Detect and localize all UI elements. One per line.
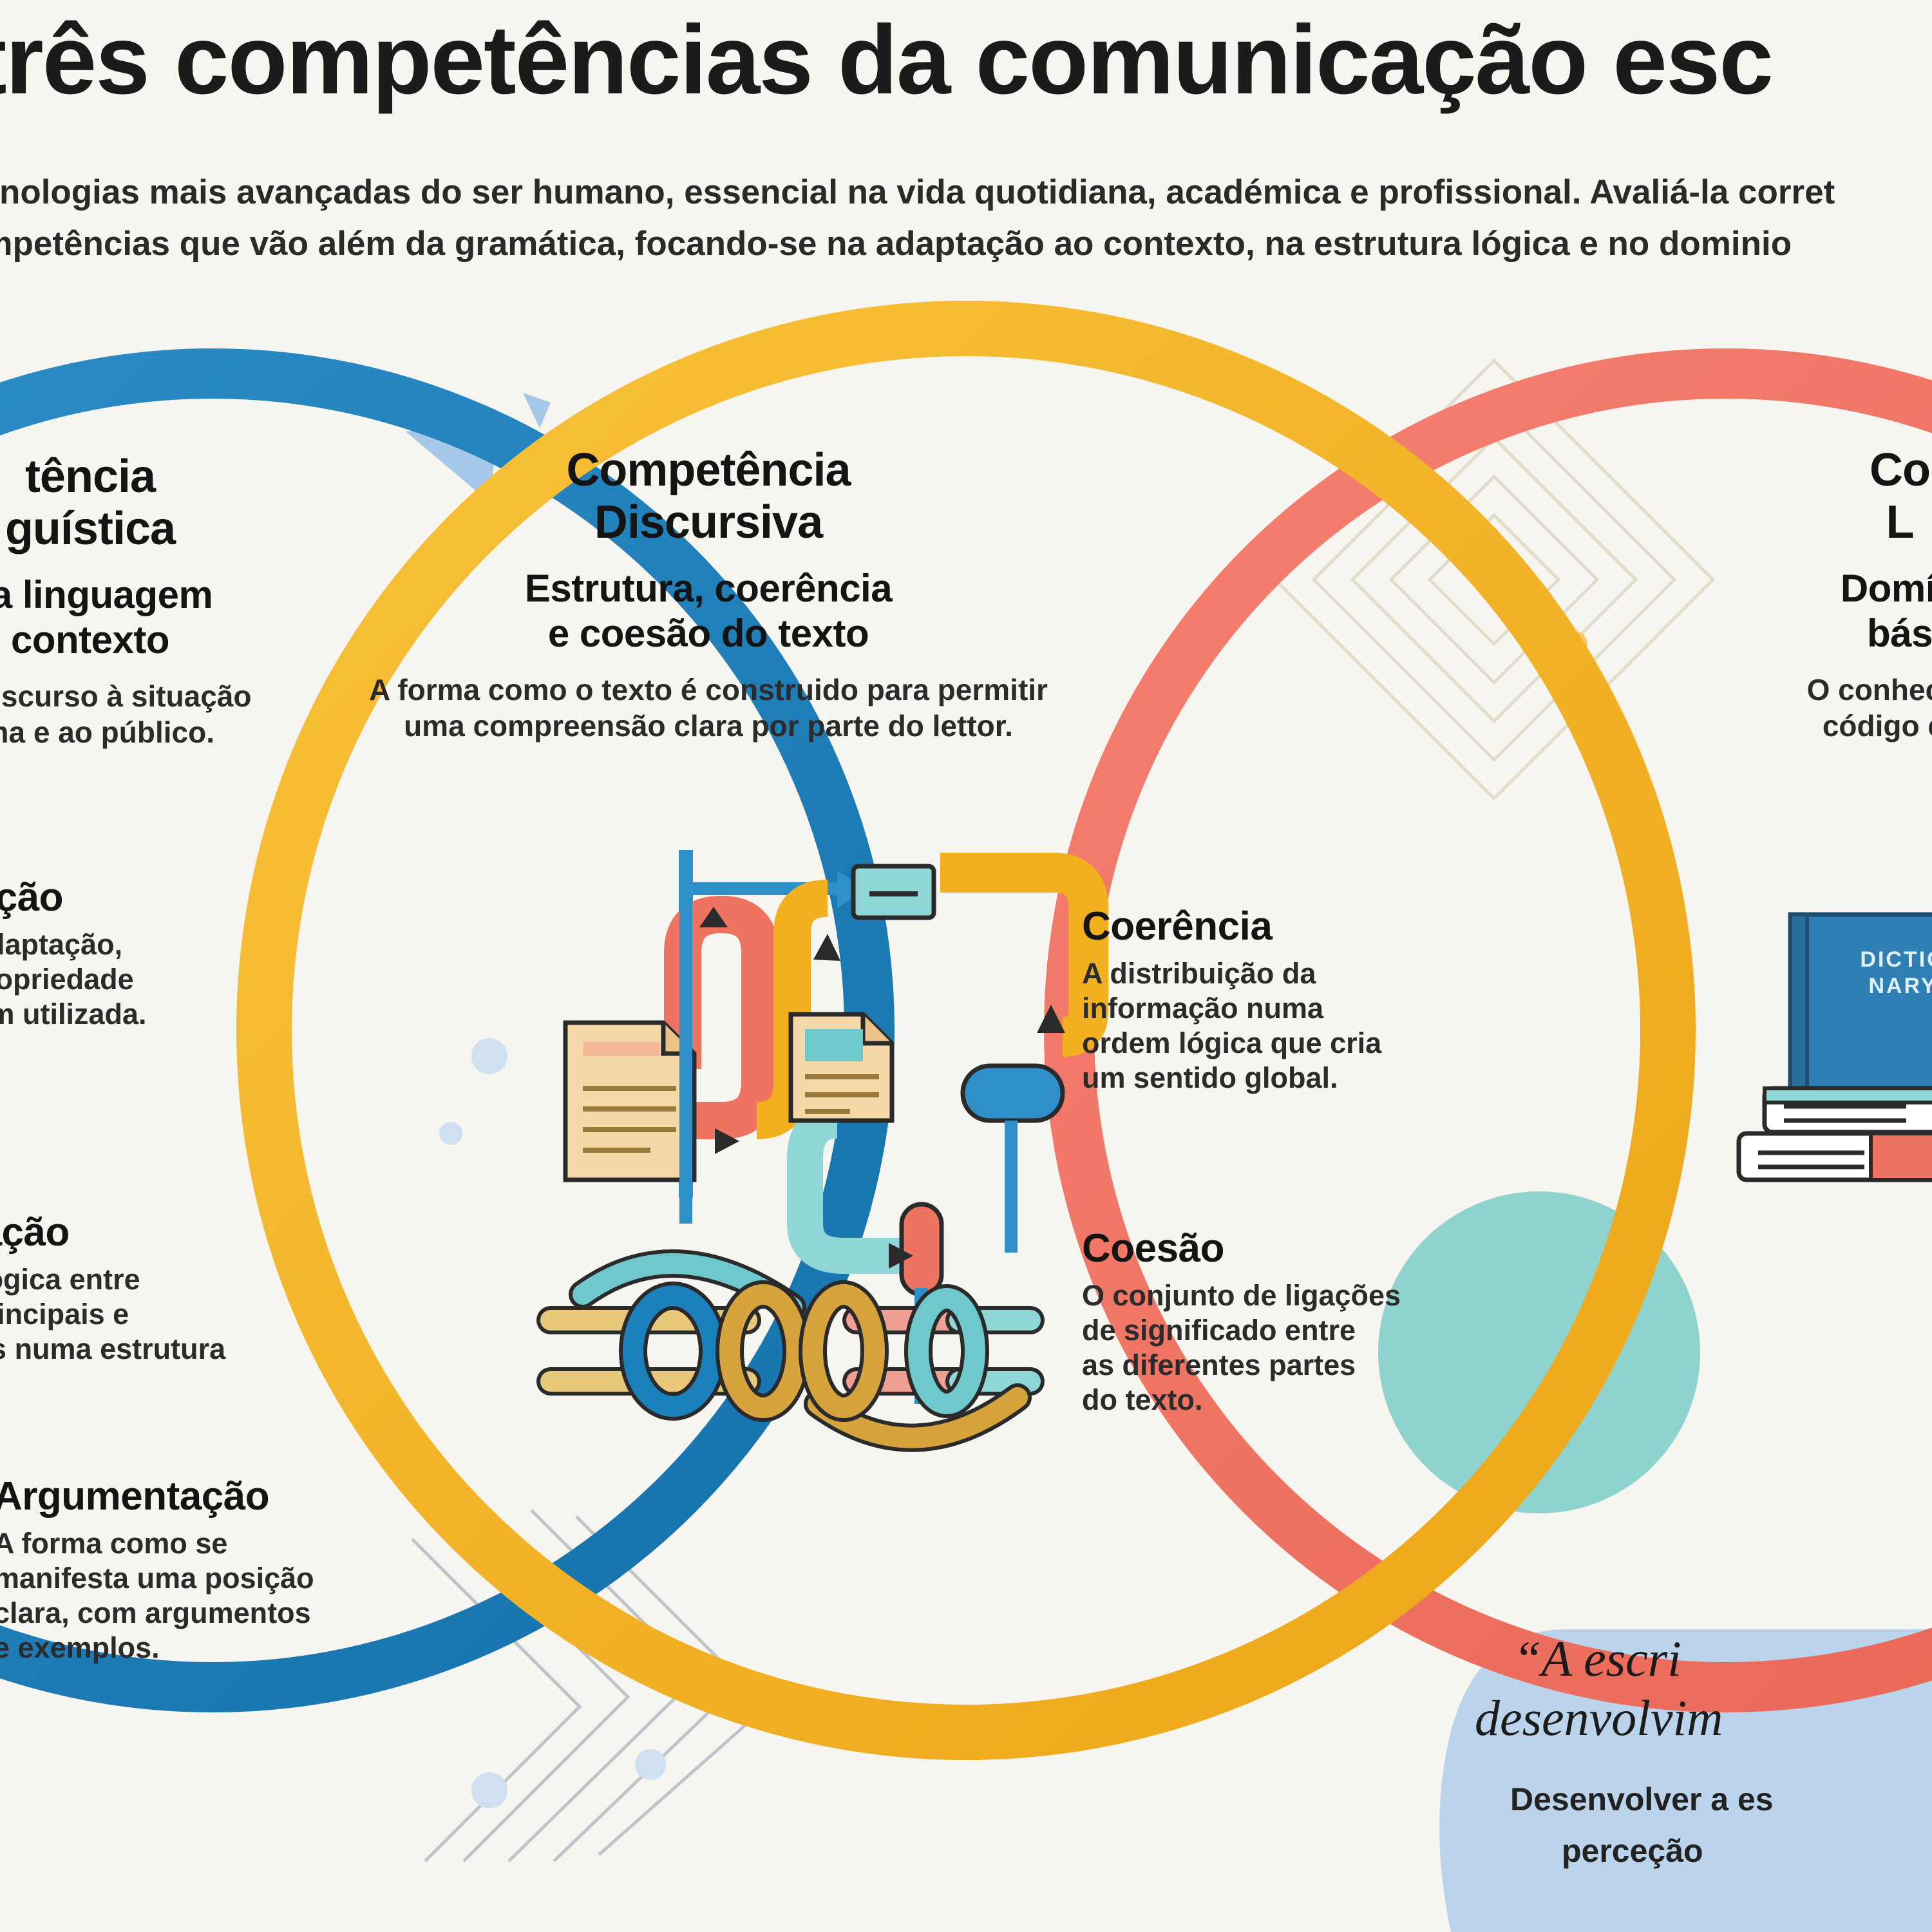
item-body: A distribuição da informação numa ordem … — [1082, 957, 1382, 1095]
rope-chain-illustration — [536, 1249, 1045, 1452]
column-discursiva: Competência Discursiva Estrutura, coerên… — [322, 444, 1095, 744]
item-body: A forma como se manifesta uma posição cl… — [0, 1527, 314, 1665]
column-description: O conhecime código esc — [1806, 673, 1932, 743]
item-convencoes: Conv A corre ortog — [1816, 1211, 1932, 1332]
column-linguistica-direita: Co L Domín bás O conhecime código esc — [1674, 444, 1932, 744]
dot-decor — [471, 1038, 507, 1074]
dot-decor — [439, 1122, 462, 1145]
item-heading: Conv — [1816, 1211, 1932, 1255]
quote-sub-line-1: Desenvolver a es — [1510, 1781, 1774, 1817]
subtitle-line-1: ecnologias mais avançadas do ser humano,… — [0, 173, 1835, 211]
column-subtitle: Domín bás — [1840, 567, 1932, 655]
dictionary-books-illustration — [1736, 912, 1932, 1182]
column-subtitle: Estrutura, coerência e coesão do texto — [524, 567, 893, 655]
document-icon — [788, 1012, 895, 1123]
column-title: Competência Discursiva — [566, 444, 851, 548]
page-title: três competências da comunicação esc — [0, 5, 1774, 115]
item-body: ação lógica entre elas principais e ndár… — [0, 1263, 226, 1366]
dot-decor — [471, 1772, 507, 1808]
column-subtitle: da linguagem contexto — [0, 573, 213, 661]
quote-line-1: “A escri — [1513, 1631, 1681, 1687]
item-adequacao: equação u de adaptação, za e propriedade… — [0, 875, 264, 1032]
item-body: A corre ortog — [1816, 1262, 1932, 1332]
quote-block: “A escri desenvolvim Desenvolver a es pe… — [1449, 1591, 1932, 1932]
item-heading: Argumentação — [0, 1474, 270, 1519]
item-coesao: Coesão O conjunto de ligações de signifi… — [1082, 1226, 1430, 1417]
item-heading: Coesão — [1082, 1226, 1224, 1271]
dot-decor — [635, 1749, 666, 1780]
node-coral — [899, 1202, 944, 1297]
subtitle-line-2: ompetências que vão além da gramática, f… — [0, 225, 1792, 263]
item-body: u de adaptação, za e propriedade guagem … — [0, 928, 147, 1031]
item-heading: equação — [0, 875, 64, 920]
column-description: A forma como o texto é construido para p… — [369, 673, 1048, 743]
item-argumentacao: Argumentação A forma como se manifesta u… — [0, 1474, 354, 1665]
column-title: Co L — [1870, 444, 1931, 548]
dictionary-book-label: DICTIO NARY — [1860, 947, 1932, 998]
item-heading: Coerência — [1082, 904, 1273, 949]
item-organizacao: anização ação lógica entre elas principa… — [0, 1210, 290, 1401]
node-blue — [960, 1063, 1065, 1123]
column-title: tência guística — [5, 451, 176, 554]
stacked-books — [1736, 1086, 1932, 1182]
column-description: r o discurso à situação ema e ao público… — [0, 679, 252, 749]
ring-discursiva — [236, 301, 1696, 1760]
column-linguistica: tência guística da linguagem contexto r … — [0, 451, 290, 750]
item-body: O conjunto de ligações de significado en… — [1082, 1279, 1401, 1417]
quote-sub-line-2: perceção — [1562, 1833, 1703, 1869]
item-heading: anização — [0, 1210, 70, 1255]
item-coerencia: Coerência A distribuição da informação n… — [1082, 904, 1423, 1095]
document-icon — [563, 1020, 697, 1182]
quote-line-2: desenvolvim — [1475, 1690, 1723, 1746]
